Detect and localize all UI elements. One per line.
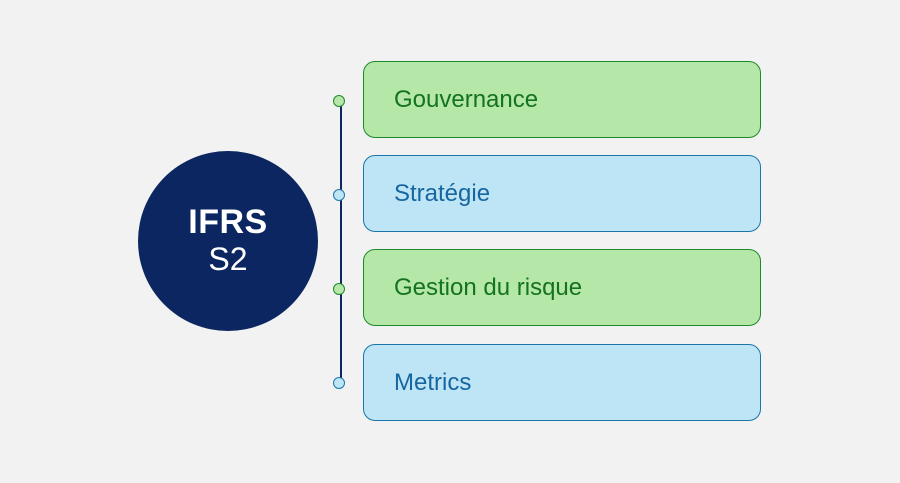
pillar-label: Stratégie [394,179,491,207]
timeline-rail [340,101,342,383]
pillar-strategie: Stratégie [363,155,761,232]
pillar-gestion-du-risque: Gestion du risque [363,249,761,326]
pillar-label: Metrics [394,368,472,396]
pillar-label: Gouvernance [394,85,539,113]
ifrs-s2-circle: IFRS S2 [138,151,318,331]
timeline-dot-strategie [333,189,345,201]
circle-title-line1: IFRS [188,202,268,241]
timeline-dot-metrics [333,377,345,389]
timeline-dot-gestion-du-risque [333,283,345,295]
pillar-metrics: Metrics [363,344,761,421]
circle-title-line2: S2 [208,241,248,278]
pillar-label: Gestion du risque [394,273,583,301]
pillar-gouvernance: Gouvernance [363,61,761,138]
timeline-dot-gouvernance [333,95,345,107]
